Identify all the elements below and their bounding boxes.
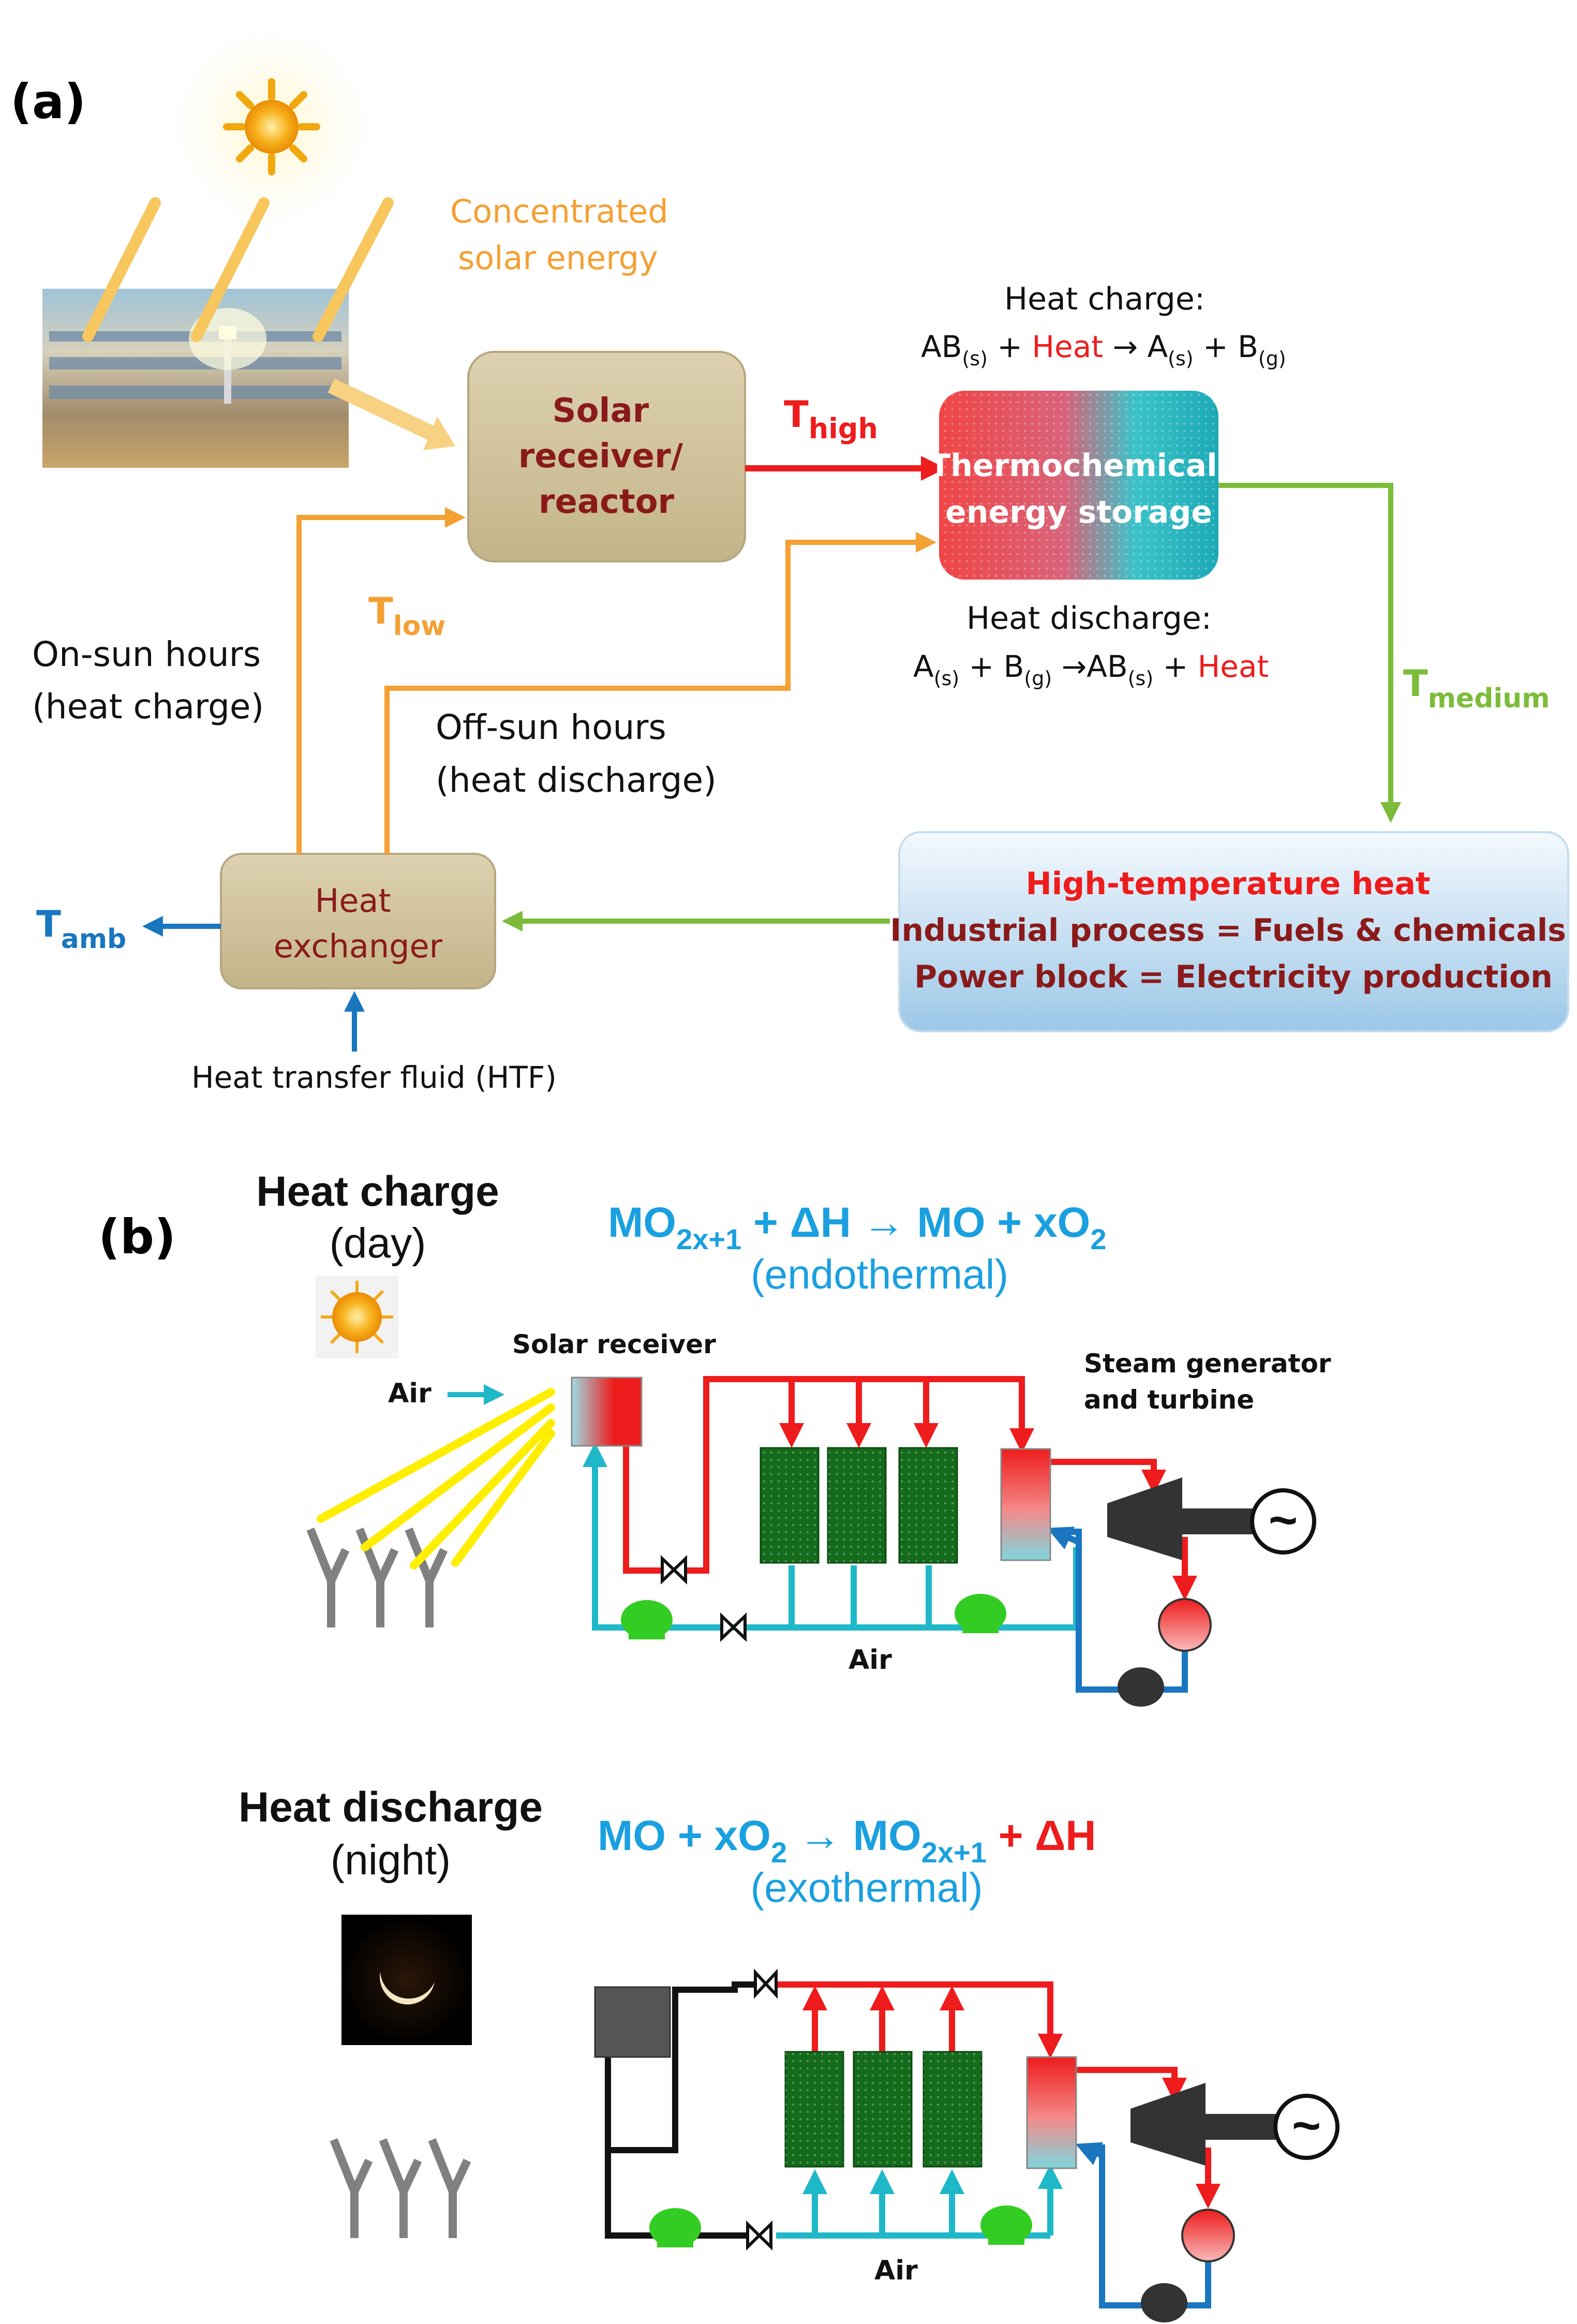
htf-label: Heat transfer fluid (HTF) (191, 1060, 557, 1095)
pump-icon-discharge-air-1 (649, 2208, 701, 2247)
storage-banks-charge (760, 1447, 958, 1564)
pump-icon-charge-steam (1118, 1667, 1164, 1707)
sun-icon (153, 8, 391, 246)
dark-receiver-block (594, 1986, 671, 2058)
charge-circuit (583, 1376, 1197, 1693)
concentrated-solar-label: Concentrated solar energy (450, 193, 678, 277)
condenser-discharge (1181, 2209, 1235, 2262)
solar-receiver-label: Solar receiver (512, 1329, 716, 1359)
turbine-discharge (1130, 2083, 1306, 2166)
sunlight-beams (317, 1388, 555, 1570)
t-low-label: Tlow (368, 590, 445, 642)
heat-exchanger: Heat exchanger (220, 853, 496, 989)
off-sun-hours-label: Off-sun hours (heat discharge) (436, 707, 717, 800)
heliostats-day (306, 1528, 448, 1627)
charge-title: Heat charge (256, 1168, 499, 1215)
air-loop-label-charge: Air (849, 1645, 892, 1676)
condenser-charge (1158, 1598, 1212, 1652)
solar-receiver-reactor: Solar receiver/ reactor (467, 351, 746, 563)
steam-generator-charge (1000, 1448, 1051, 1561)
svg-text:Thermochemical energy st: Thermochemical energy storage (929, 448, 1228, 530)
svg-text:~: ~ (1269, 1492, 1298, 1548)
valve-icon-charge-1 (661, 1555, 687, 1585)
air-inlet-label: Air (388, 1378, 432, 1409)
off-sun-loop-arrow (384, 532, 936, 854)
generator-icon-discharge: ~ (1273, 2094, 1340, 2160)
day-sun-icon (316, 1276, 398, 1358)
steam-generator-discharge (1026, 2056, 1077, 2169)
heliostats-night (330, 2138, 471, 2238)
panel-b-label: (b) (98, 1209, 176, 1265)
on-sun-hours-label: On-sun hours (heat charge) (32, 634, 272, 727)
valve-icon-charge-2 (720, 1612, 747, 1642)
steam-generator-label: Steam generator and turbine (1084, 1349, 1340, 1415)
valve-icon-discharge-2 (746, 2220, 772, 2251)
charge-equation: MO2x+1 + ΔH → MO + xO2 (608, 1199, 1107, 1255)
solar-field-image (42, 289, 349, 468)
discharge-equation: MO + xO2 → MO2x+1 + ΔH (598, 1812, 1096, 1869)
charge-type: (endothermal) (751, 1251, 1008, 1297)
pump-icon-charge-air-1 (621, 1600, 673, 1639)
thermochemical-storage: Thermochemical energy storage (929, 391, 1228, 580)
discharge-type: (exothermal) (750, 1864, 983, 1911)
panel-a-label: (a) (10, 74, 86, 129)
discharge-circuit (605, 1981, 1221, 2308)
heat-charge-equation: AB(s) + Heat → A(s) + B(g) (921, 329, 1286, 370)
solar-receiver-block (571, 1376, 643, 1447)
high-temperature-heat-box: High-temperature heat Industrial process… (890, 831, 1577, 1032)
night-moon-icon (341, 1915, 472, 2045)
svg-text:Heat exchanger: Heat exchanger (274, 882, 443, 965)
discharge-subtitle: (night) (331, 1837, 451, 1884)
sun-rays (82, 197, 394, 342)
heat-charge-title: Heat charge: (1004, 281, 1205, 317)
charge-subtitle: (day) (330, 1220, 426, 1267)
svg-text:High-temperature heat In: High-temperature heat Industrial process… (890, 866, 1577, 995)
on-sun-loop-arrow (296, 507, 466, 854)
pump-icon-discharge-air-2 (980, 2205, 1032, 2245)
svg-text:~: ~ (1292, 2098, 1321, 2153)
heat-discharge-equation: A(s) + B(g) →AB(s) + Heat (913, 649, 1269, 690)
concentrated-beam-arrow (328, 378, 455, 450)
discharge-title: Heat discharge (239, 1784, 543, 1831)
pump-icon-charge-air-2 (955, 1594, 1006, 1633)
pump-icon-discharge-steam (1141, 2283, 1187, 2322)
t-medium-arrow (1218, 483, 1401, 823)
generator-icon-charge: ~ (1250, 1488, 1316, 1555)
t-high-label: Thigh (784, 393, 878, 445)
storage-banks-discharge (784, 2051, 983, 2168)
valve-icon-discharge-1 (754, 1968, 778, 1999)
heat-discharge-title: Heat discharge: (966, 600, 1212, 636)
t-amb-label: Tamb (36, 903, 126, 955)
svg-text:Solar receiver/ re: Solar receiver/ reactor (518, 392, 695, 521)
t-medium-label: Tmedium (1403, 662, 1550, 714)
air-loop-label-discharge: Air (874, 2255, 918, 2286)
